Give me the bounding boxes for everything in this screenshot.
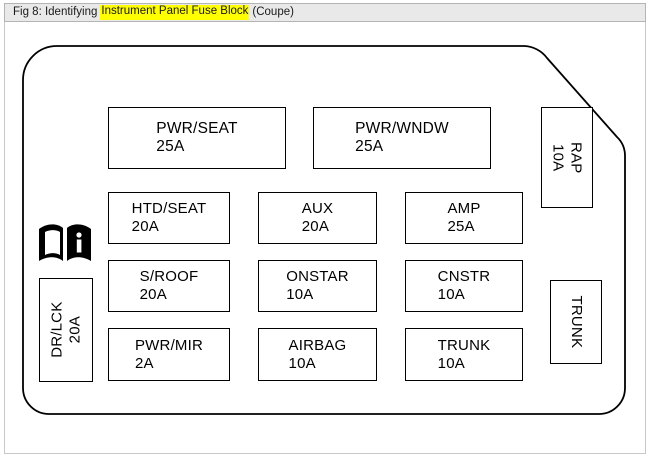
fuse-label: RAP (567, 141, 585, 174)
fuse-label: AIRBAG (288, 336, 347, 354)
fuse-amperage: 20A (139, 286, 167, 303)
fuse-label: TRUNK (437, 336, 491, 354)
fuse-label: CNSTR (437, 268, 491, 286)
fuse-label: AUX (301, 200, 334, 218)
fuse-amperage: 10A (549, 143, 567, 172)
fuse-label: S/ROOF (139, 268, 199, 286)
fuse-box-trunk-rly[interactable]: TRUNK (550, 280, 602, 364)
fuse-label: PWR/WNDW (355, 119, 449, 137)
fuse-amperage: 25A (355, 138, 384, 155)
fuse-amperage: 20A (131, 218, 159, 235)
fuse-amperage: 25A (447, 218, 475, 235)
caption-suffix: (Coupe) (252, 5, 294, 18)
fuse-amperage: 20A (66, 316, 83, 344)
fuse-amperage: 10A (286, 286, 314, 303)
fuse-label: AMP (447, 200, 481, 218)
fuse-label: TRUNK (567, 295, 585, 349)
fuse-amperage: 10A (437, 354, 465, 372)
open-book-information-icon (39, 224, 91, 261)
fuse-amperage: 20A (301, 218, 330, 235)
fuse-amperage: 25A (156, 138, 185, 155)
caption-prefix: Fig 8: Identifying (13, 5, 98, 18)
fuse-box-inner: TRUNK (567, 296, 585, 349)
fuse-label: ONSTAR (286, 268, 349, 286)
fuse-amperage: 10A (288, 354, 316, 372)
fuse-amperage: 10A (437, 286, 465, 303)
fuse-label: DR/LCK (48, 301, 66, 359)
fuse-label: PWR/MIR (134, 336, 204, 354)
fuse-label: HTD/SEAT (131, 200, 207, 218)
fuse-amperage: 2A (134, 354, 154, 372)
fuse-label: PWR/SEAT (156, 119, 238, 137)
caption-highlight: Instrument Panel Fuse Block (100, 5, 250, 20)
